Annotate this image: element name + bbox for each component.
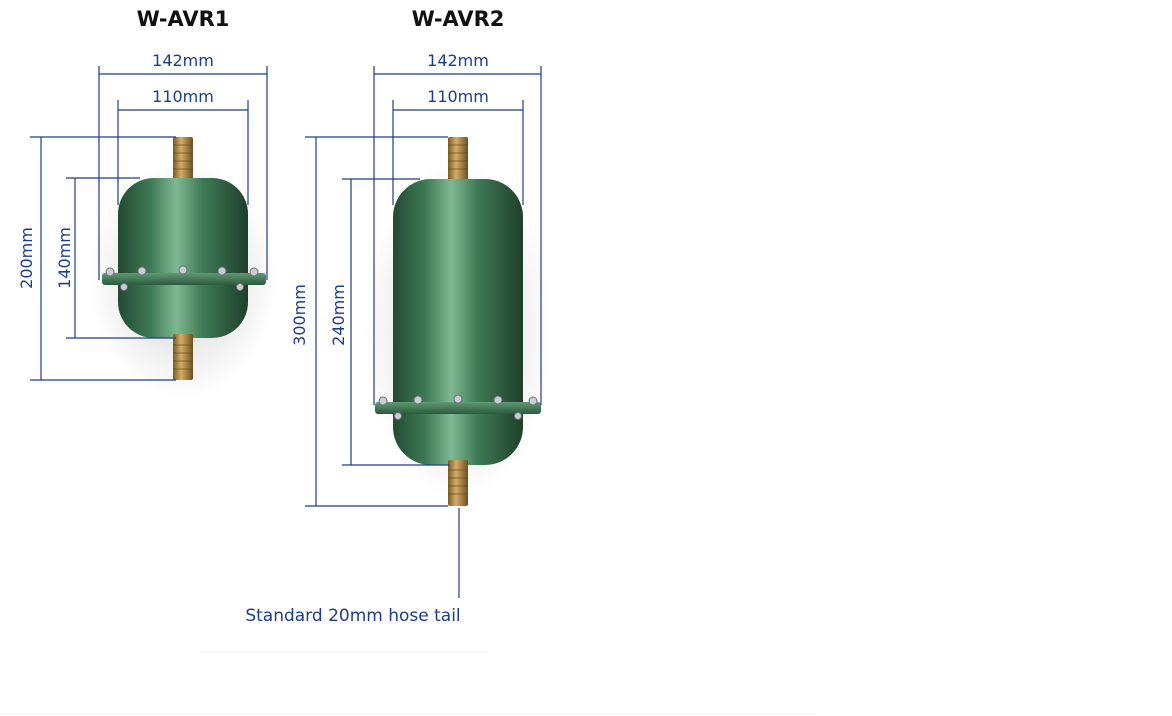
dim-outer-width-w-avr2: 142mm [427,51,489,70]
hose-tail-bottom-icon [173,334,193,380]
flange-bolts-icon [105,265,259,291]
product-title-w-avr1: W-AVR1 [137,7,230,31]
dim-inner-width-w-avr2: 110mm [427,87,489,106]
dimension-lines-w-avr1 [30,66,268,381]
flange-w-avr1 [102,273,266,285]
dim-overall-height-w-avr2: 300mm [290,284,309,346]
product-w-avr1: W-AVR1 [17,7,278,400]
hose-tail-top-icon [448,137,468,183]
dim-body-height-w-avr1: 140mm [55,227,74,289]
callout-label: Standard 20mm hose tail [245,606,460,626]
tank-body-w-avr2 [393,179,523,465]
product-w-avr2: W-AVR2 [290,7,553,507]
tank-illustration-w-avr2 [363,137,553,506]
flange-bolts-icon [378,394,538,420]
dim-body-height-w-avr2: 240mm [329,284,348,346]
dim-inner-width-w-avr1: 110mm [152,87,214,106]
hose-tail-callout: Standard 20mm hose tail [245,508,461,626]
hose-tail-bottom-icon [448,460,468,506]
hose-tail-top-icon [173,137,193,183]
dimension-lines-w-avr2 [305,66,542,507]
tank-body-w-avr1 [118,178,248,338]
dim-overall-height-w-avr1: 200mm [17,227,36,289]
tank-illustration-w-avr1 [88,137,278,400]
flange-w-avr2 [375,402,541,414]
product-title-w-avr2: W-AVR2 [412,7,505,31]
dim-outer-width-w-avr1: 142mm [152,51,214,70]
